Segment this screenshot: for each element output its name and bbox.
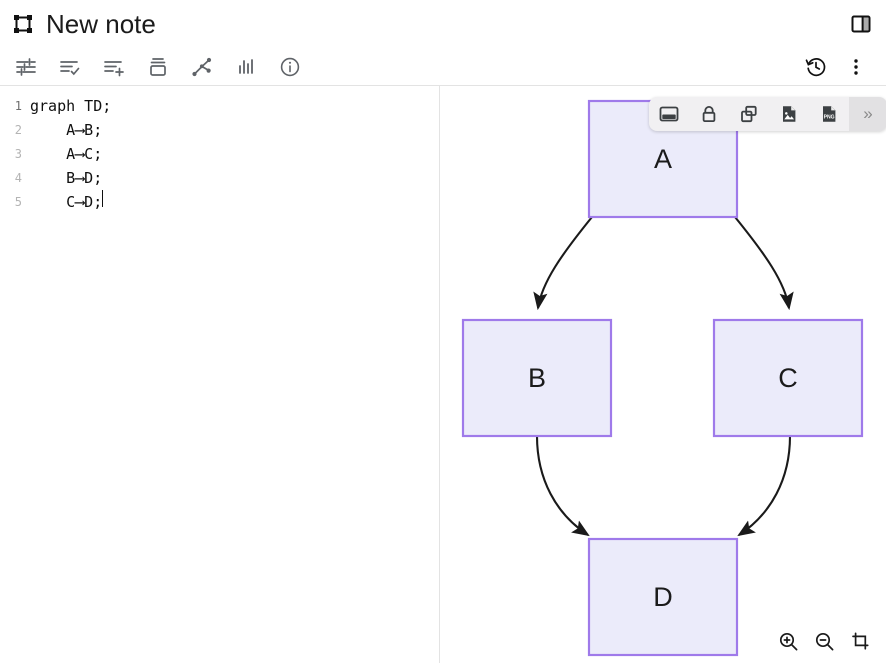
node-c-label: C — [778, 363, 798, 393]
checklist-button[interactable] — [48, 50, 92, 84]
lock-icon — [699, 104, 719, 124]
line-number: 3 — [14, 147, 22, 161]
node-b-label: B — [528, 363, 546, 393]
title-bar: New note — [0, 0, 886, 48]
zoom-in-icon — [778, 631, 799, 652]
history-button[interactable] — [796, 50, 836, 84]
diagram-button[interactable] — [180, 50, 224, 84]
code-line[interactable]: 3 A⟶C; — [0, 142, 439, 166]
format-options-button[interactable] — [4, 50, 48, 84]
more-tools-button[interactable]: » — [849, 97, 886, 131]
frame-selection-icon — [8, 9, 38, 39]
tune-sliders-icon — [15, 56, 37, 78]
node-c[interactable] — [712, 318, 864, 438]
node-graph-icon — [191, 56, 213, 78]
lock-button[interactable] — [689, 97, 729, 131]
bar-chart-icon — [235, 56, 257, 78]
edge-b-d — [535, 435, 590, 537]
add-list-item-button[interactable] — [92, 50, 136, 84]
copy-button[interactable] — [729, 97, 769, 131]
list-check-icon — [59, 56, 81, 78]
chart-button[interactable] — [224, 50, 268, 84]
diagram-edges — [533, 216, 794, 537]
panel-fit-icon — [659, 104, 679, 124]
line-content: C⟶D; — [30, 193, 103, 211]
code-line[interactable]: 5 C⟶D; — [0, 190, 439, 214]
more-options-button[interactable] — [836, 50, 876, 84]
fit-to-screen-button[interactable] — [842, 625, 878, 657]
export-svg-button[interactable] — [769, 97, 809, 131]
line-number: 5 — [14, 195, 22, 209]
content-area: 1 graph TD; 2 A⟶B; 3 A⟶C; 4 B⟶D; 5 C⟶D; — [0, 86, 886, 663]
toolbar-right-group — [796, 50, 876, 84]
crop-fit-icon — [850, 631, 871, 652]
zoom-controls — [770, 625, 878, 657]
export-png-button[interactable]: PNG — [809, 97, 849, 131]
edge-c-d — [737, 435, 792, 537]
zoom-out-button[interactable] — [806, 625, 842, 657]
node-b[interactable] — [461, 318, 613, 438]
svg-text:PNG: PNG — [824, 114, 835, 120]
edge-a-c — [734, 216, 794, 311]
chevron-double-right-icon: » — [863, 104, 873, 123]
node-a-label: A — [654, 144, 672, 174]
code-editor[interactable]: 1 graph TD; 2 A⟶B; 3 A⟶C; 4 B⟶D; 5 C⟶D; — [0, 86, 440, 663]
code-line[interactable]: 2 A⟶B; — [0, 118, 439, 142]
copy-duplicate-icon — [739, 104, 759, 124]
line-number: 1 — [14, 99, 22, 113]
vertical-dots-icon — [845, 56, 867, 78]
right-panel-toggle-icon[interactable] — [846, 9, 876, 39]
fit-view-button[interactable] — [649, 97, 689, 131]
text-cursor — [102, 190, 104, 207]
line-number: 2 — [14, 123, 22, 137]
line-number: 4 — [14, 171, 22, 185]
png-file-icon: PNG — [819, 104, 839, 124]
diagram-floating-toolbar: PNG » — [649, 97, 886, 131]
list-plus-icon — [103, 56, 125, 78]
node-d[interactable] — [587, 537, 739, 657]
diagram-nodes: A B C D — [461, 99, 864, 657]
stacked-layers-icon — [147, 56, 169, 78]
zoom-in-button[interactable] — [770, 625, 806, 657]
mermaid-diagram: A B C D — [461, 99, 864, 657]
node-d-label: D — [653, 582, 673, 612]
code-line[interactable]: 4 B⟶D; — [0, 166, 439, 190]
line-content: A⟶C; — [30, 145, 103, 163]
table-button[interactable] — [136, 50, 180, 84]
edge-a-b — [533, 216, 593, 311]
page-title: New note — [46, 9, 156, 39]
diagram-preview[interactable]: A B C D — [440, 86, 886, 663]
info-button[interactable] — [268, 50, 312, 84]
zoom-out-icon — [814, 631, 835, 652]
toolbar-left-group — [4, 50, 796, 84]
image-file-icon — [779, 104, 799, 124]
clock-history-icon — [805, 56, 827, 78]
info-circle-icon — [279, 56, 301, 78]
code-line[interactable]: 1 graph TD; — [0, 94, 439, 118]
line-content: graph TD; — [30, 97, 112, 115]
line-content: A⟶B; — [30, 121, 103, 139]
main-toolbar — [0, 48, 886, 86]
line-content: B⟶D; — [30, 169, 103, 187]
